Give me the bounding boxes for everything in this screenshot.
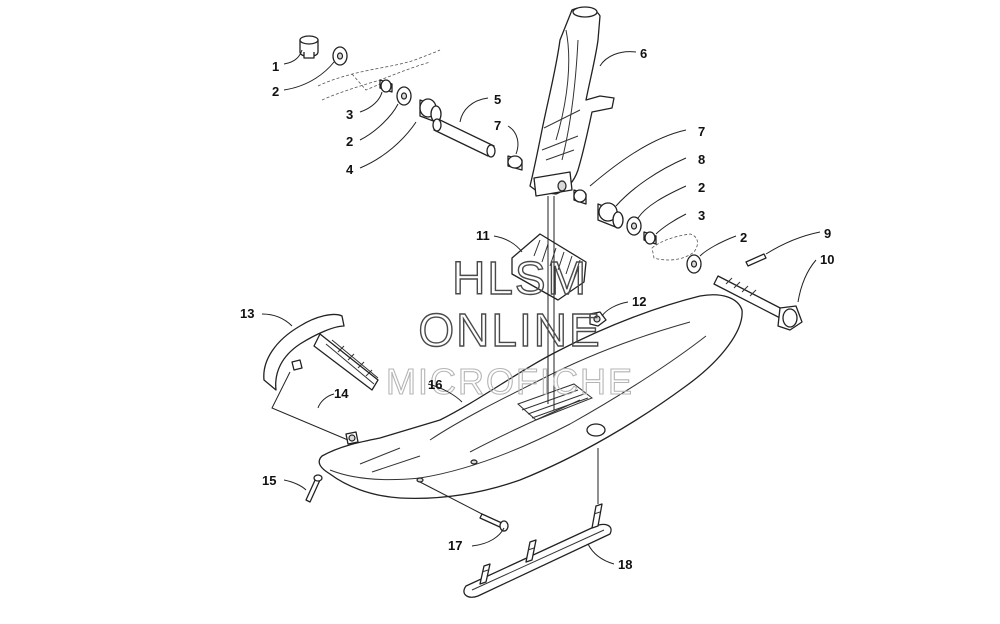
callout-18[interactable]: 18 [618, 557, 632, 572]
part-13-ski-handle[interactable] [263, 313, 379, 391]
callout-8[interactable]: 8 [698, 152, 705, 167]
part-2-washer-c[interactable] [626, 216, 642, 236]
part-7-sleeve-b[interactable] [573, 189, 587, 205]
callout-6[interactable]: 6 [640, 46, 647, 61]
part-2-washer-d[interactable] [686, 254, 702, 274]
callout-labels: 1 2 3 2 4 5 7 6 7 8 2 3 2 9 10 11 12 13 … [240, 46, 834, 572]
part-2-washer-b[interactable] [396, 86, 412, 106]
callout-16[interactable]: 16 [428, 377, 442, 392]
part-5-pivot-tube[interactable] [432, 118, 496, 158]
chassis-outline-right [651, 233, 698, 261]
callout-3-b[interactable]: 3 [698, 208, 705, 223]
callout-4[interactable]: 4 [346, 162, 354, 177]
part-3-spacer-b[interactable] [643, 231, 657, 245]
watermark-line-2: ONLINE [418, 304, 601, 356]
part-11-damper-block[interactable] [511, 233, 587, 301]
part-14-handle-fastener-a[interactable] [291, 359, 303, 371]
callout-5[interactable]: 5 [494, 92, 501, 107]
watermark-line-1: HLSM [452, 252, 588, 304]
part-10-bolt[interactable] [713, 275, 803, 331]
callout-7-a[interactable]: 7 [494, 118, 501, 133]
part-7-sleeve-a[interactable] [507, 155, 523, 171]
part-6-ski-spindle[interactable] [529, 6, 615, 197]
part-14-handle-fastener-b[interactable] [345, 431, 359, 445]
callout-3-a[interactable]: 3 [346, 107, 353, 122]
callout-11[interactable]: 11 [476, 228, 490, 243]
callout-12[interactable]: 12 [632, 294, 646, 309]
callout-14[interactable]: 14 [334, 386, 349, 401]
part-1-cap-nut[interactable] [299, 35, 319, 59]
callout-1[interactable]: 1 [272, 59, 279, 74]
leader-lines [261, 49, 821, 565]
callout-13[interactable]: 13 [240, 306, 254, 321]
callout-2-a[interactable]: 2 [272, 84, 279, 99]
callout-7-b[interactable]: 7 [698, 124, 705, 139]
part-16-ski[interactable] [318, 294, 743, 499]
callout-2-b[interactable]: 2 [346, 134, 353, 149]
watermark-line-3: MICROFICHE [386, 361, 634, 402]
callout-2-d[interactable]: 2 [740, 230, 747, 245]
callout-10[interactable]: 10 [820, 252, 834, 267]
part-17-screw[interactable] [479, 513, 509, 532]
part-2-washer-a[interactable] [332, 46, 348, 66]
part-3-spacer-a[interactable] [379, 79, 393, 93]
part-8-bushing[interactable] [597, 202, 624, 229]
part-18-wear-bar[interactable] [463, 503, 612, 598]
callout-2-c[interactable]: 2 [698, 180, 705, 195]
callout-17[interactable]: 17 [448, 538, 462, 553]
part-15-screw[interactable] [305, 474, 323, 503]
callout-15[interactable]: 15 [262, 473, 276, 488]
part-9-cotter-pin[interactable] [745, 253, 767, 267]
callout-9[interactable]: 9 [824, 226, 831, 241]
watermark: HLSM ONLINE MICROFICHE [385, 251, 634, 402]
assembly-centerlines [419, 196, 599, 515]
